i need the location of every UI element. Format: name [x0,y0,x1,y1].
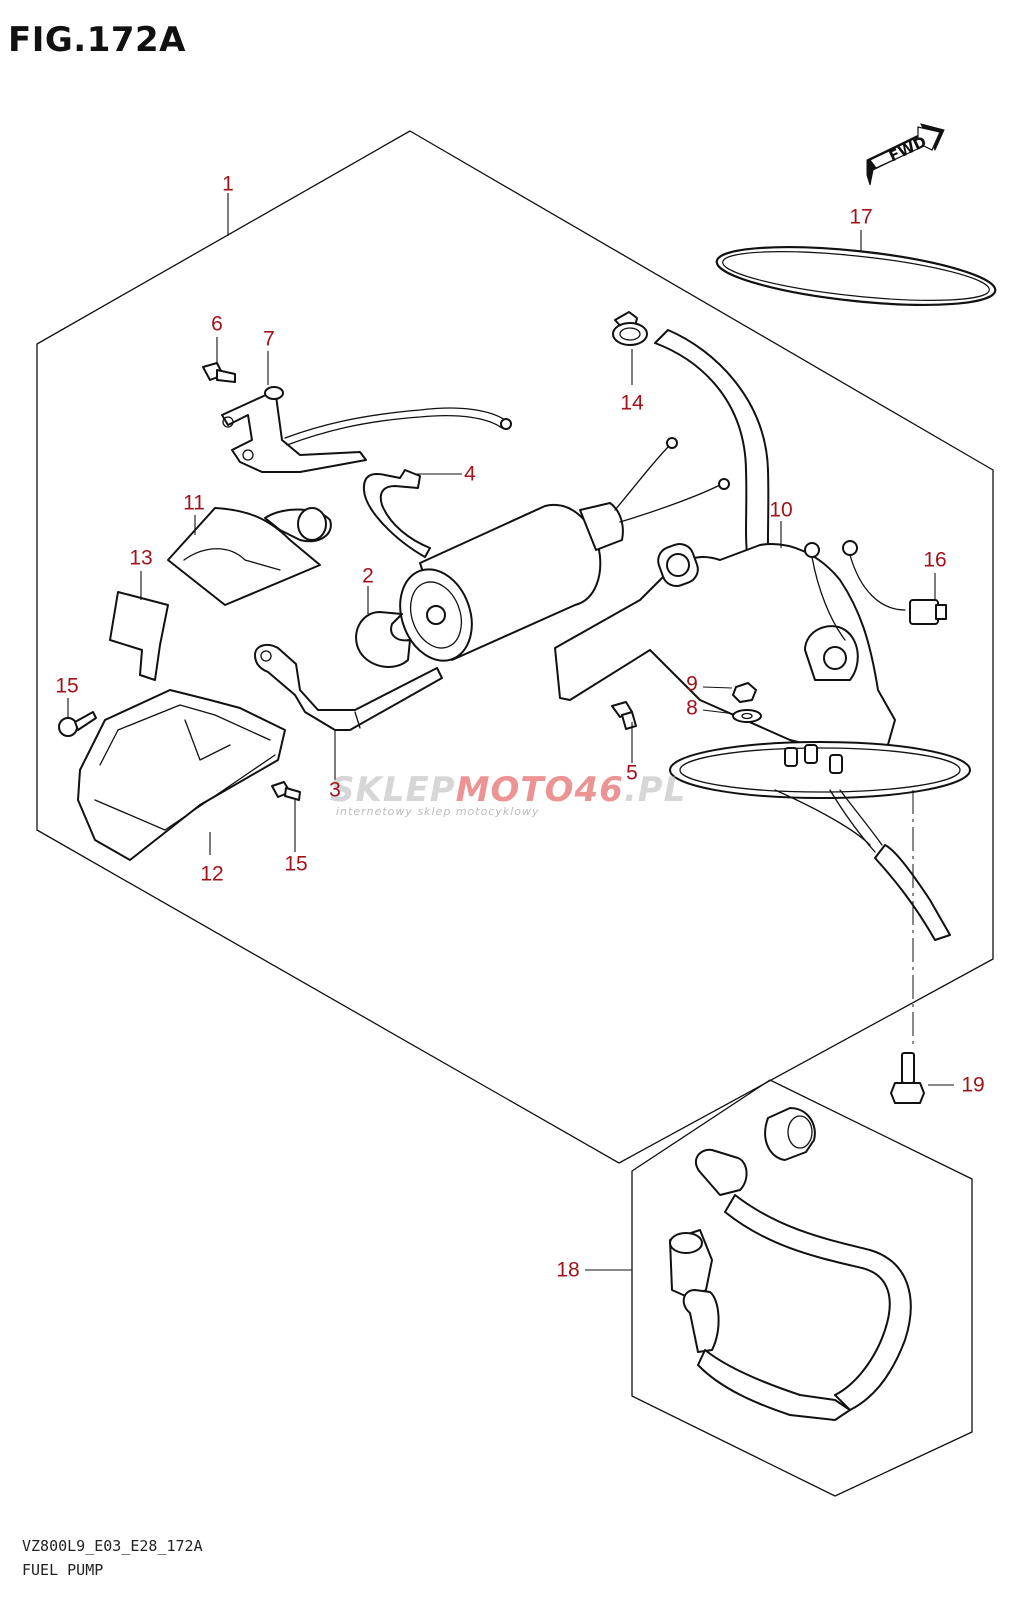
callout-15-right[interactable]: 15 [284,852,308,876]
hose-clamp-14 [612,311,648,346]
washer-8 [732,709,762,723]
callout-7[interactable]: 7 [263,327,275,351]
callout-2[interactable]: 2 [362,564,374,588]
callout-11[interactable]: 11 [183,491,205,515]
callout-3[interactable]: 3 [329,778,341,802]
nut-9 [732,682,757,703]
connector-16 [909,599,947,625]
watermark-tagline: internetowy sklep motocyklowy [336,805,540,818]
fwd-arrow-icon [866,123,945,186]
assembly-outline-hose-kit [631,1079,973,1497]
watermark-logo: SKLEPMOTO46.PL [330,770,686,810]
screw-15-left [58,711,97,737]
screw-6 [202,362,236,383]
figure-title: FIG.172A [8,20,186,60]
callout-13[interactable]: 13 [129,546,153,570]
callout-4[interactable]: 4 [464,462,476,486]
watermark-text-1: SKLEP [330,770,456,810]
watermark-text-3: 46 [574,770,624,810]
screw-15-right [271,781,301,801]
bracket-3 [254,643,443,731]
callout-14[interactable]: 14 [620,391,644,415]
pump-bracket-flange-10 [554,540,971,941]
callout-19[interactable]: 19 [961,1073,985,1097]
callout-18[interactable]: 18 [556,1258,580,1282]
watermark-text-2: MOTO [455,770,575,810]
callout-15-left[interactable]: 15 [55,674,79,698]
damper-2 [355,611,411,668]
fuel-pump-motor [399,437,730,662]
callout-12[interactable]: 12 [200,862,224,886]
filter-11 [167,507,332,606]
callout-8[interactable]: 8 [686,696,698,720]
o-ring-17 [715,246,997,306]
callout-10[interactable]: 10 [769,498,793,522]
watermark-text-4: .PL [623,770,687,810]
cover-12 [77,689,286,861]
callout-6[interactable]: 6 [211,312,223,336]
hose-kit-18 [669,1107,912,1421]
band-4 [362,469,431,558]
callout-5[interactable]: 5 [626,761,638,785]
callout-9[interactable]: 9 [686,672,698,696]
callout-17[interactable]: 17 [849,205,873,229]
callout-1[interactable]: 1 [222,172,234,196]
bolt-19 [890,1052,925,1104]
model-code: VZ800L9_E03_E28_172A [22,1537,203,1555]
callout-16[interactable]: 16 [923,548,947,572]
leader-lines [67,193,954,1271]
assembly-outline-main [36,130,994,1164]
plate-13 [109,591,169,681]
bracket-7 [221,386,512,473]
figure-name: FUEL PUMP [22,1561,104,1579]
